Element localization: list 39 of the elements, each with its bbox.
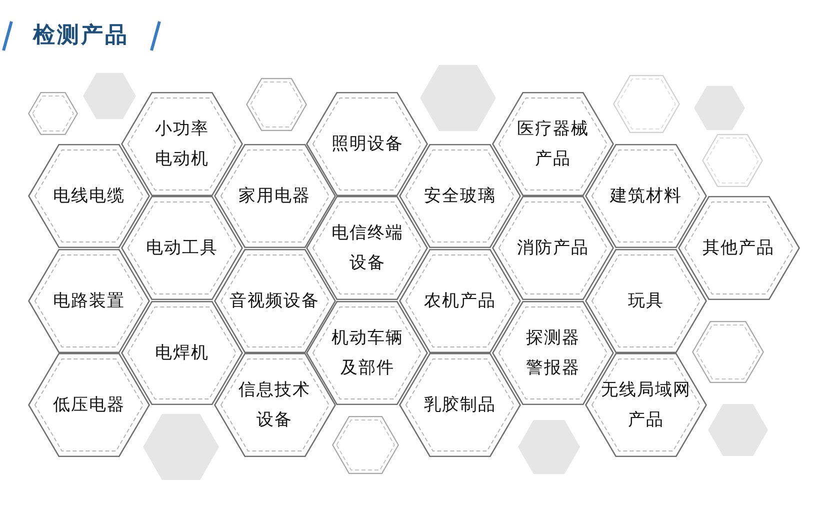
category-label: 机动车辆及部件 <box>330 326 404 380</box>
category-label: 电路装置 <box>52 290 126 313</box>
category-label: 乳胶制品 <box>423 394 498 417</box>
category-label: 农机产品 <box>423 290 498 313</box>
filled-hexagon <box>708 404 768 456</box>
category-label: 电动工具 <box>144 237 219 260</box>
category-hexagon <box>28 353 150 457</box>
category-label: 玩具 <box>626 290 665 313</box>
filled-hexagon <box>143 414 219 480</box>
category-label: 其他产品 <box>702 237 776 260</box>
outlined-hexagon <box>332 416 399 474</box>
category-label: 低压电器 <box>52 394 126 417</box>
category-label: 探测器警报器 <box>525 326 581 380</box>
category-hexagon <box>399 353 522 457</box>
category-label: 消防产品 <box>516 237 590 260</box>
category-label: 信息技术设备 <box>238 379 312 432</box>
category-label: 小功率电动机 <box>154 118 210 171</box>
category-label: 医疗器械产品 <box>516 118 590 171</box>
category-label: 电焊机 <box>154 342 210 365</box>
category-hexagon <box>584 353 707 457</box>
filled-hexagon <box>518 420 580 474</box>
category-label: 电信终端设备 <box>330 222 404 276</box>
page-title: 检测产品 <box>33 22 129 50</box>
outlined-hexagon <box>246 78 307 131</box>
filled-hexagon <box>83 73 136 119</box>
outlined-hexagon <box>692 321 764 383</box>
category-label: 家用电器 <box>238 185 312 208</box>
category-label: 无线局域网产品 <box>600 379 692 432</box>
outlined-hexagon <box>28 92 78 135</box>
category-label: 建筑材料 <box>608 185 683 208</box>
category-label: 音视频设备 <box>228 290 321 313</box>
outlined-hexagon <box>702 134 763 187</box>
filled-hexagon <box>420 65 496 131</box>
category-hexagon <box>214 353 336 457</box>
filled-hexagon <box>694 86 745 130</box>
outlined-hexagon <box>613 75 680 133</box>
category-label: 电线电缆 <box>52 185 126 208</box>
category-label: 安全玻璃 <box>423 185 498 208</box>
category-label: 照明设备 <box>330 133 404 156</box>
